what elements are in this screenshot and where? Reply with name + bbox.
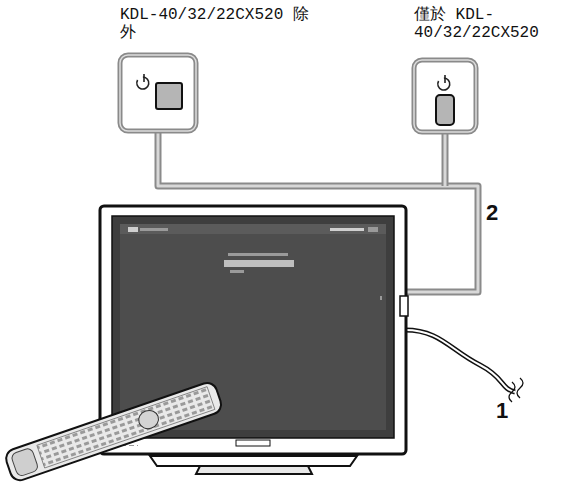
- remote-control: [3, 380, 223, 483]
- power-button-callout: [414, 60, 476, 132]
- callout-number: 2: [486, 202, 516, 224]
- power-button-callout: [120, 55, 196, 131]
- model-note: KDL-40/32/22CX520 除外: [120, 6, 320, 43]
- power-cord: [405, 330, 523, 402]
- model-note: 僅於 KDL-40/32/22CX520: [414, 6, 582, 43]
- callout-number: 1: [496, 400, 526, 422]
